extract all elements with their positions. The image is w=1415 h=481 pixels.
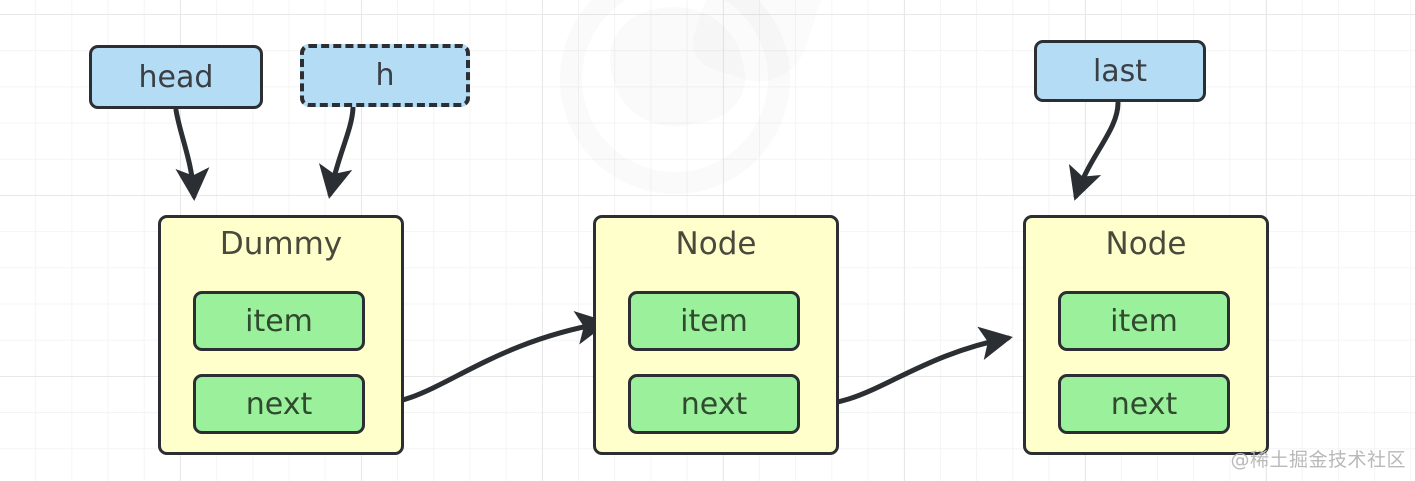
- pointer-box-last[interactable]: last: [1034, 40, 1206, 102]
- field-box-node-1-next[interactable]: next: [628, 374, 800, 434]
- pointer-label-head: head: [138, 59, 214, 95]
- node-title-node-2: Node: [1105, 226, 1187, 262]
- field-label-node-1-item: item: [680, 303, 748, 339]
- field-box-node-1-item[interactable]: item: [628, 291, 800, 351]
- center-watermark-shape: [600, 0, 754, 139]
- field-label-node-2-next: next: [1110, 386, 1178, 422]
- pointer-box-head[interactable]: head: [89, 45, 263, 109]
- pointer-box-h[interactable]: h: [300, 44, 470, 107]
- field-box-dummy-next[interactable]: next: [193, 374, 365, 434]
- field-label-node-2-item: item: [1110, 303, 1178, 339]
- edge-last-to-node-2: [1068, 100, 1121, 201]
- node-title-node-1: Node: [675, 226, 757, 262]
- center-watermark-ring: [560, 0, 790, 194]
- field-box-dummy-item[interactable]: item: [193, 291, 365, 351]
- node-title-dummy: Dummy: [219, 226, 343, 262]
- field-label-node-1-next: next: [680, 386, 748, 422]
- pointer-label-h: h: [375, 58, 395, 93]
- field-label-dummy-item: item: [245, 303, 313, 339]
- field-label-dummy-next: next: [245, 386, 313, 422]
- center-watermark-flare: [685, 0, 825, 95]
- field-box-node-2-item[interactable]: item: [1058, 291, 1230, 351]
- edge-head-to-dummy: [173, 107, 210, 201]
- field-box-node-2-next[interactable]: next: [1058, 374, 1230, 434]
- pointer-label-last: last: [1092, 53, 1148, 89]
- edge-h-to-dummy: [318, 105, 356, 199]
